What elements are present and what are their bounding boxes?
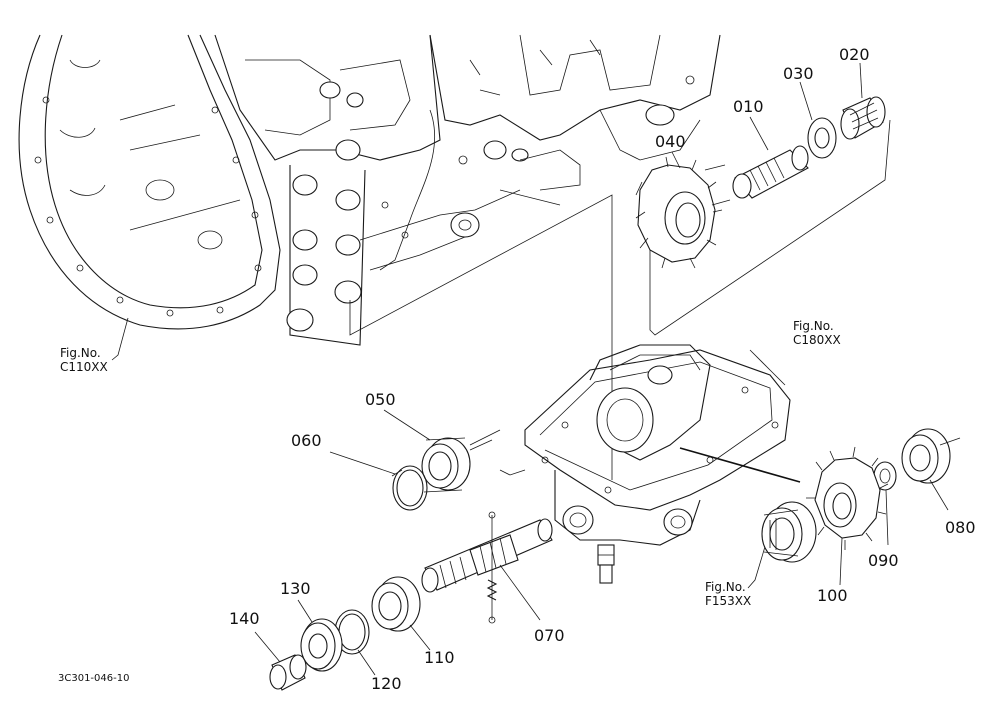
part-label-120: 120 xyxy=(371,674,402,693)
part-label-110: 110 xyxy=(424,648,455,667)
fig-ref-f153-line2: F153XX xyxy=(705,594,752,608)
part-label-130: 130 xyxy=(280,579,311,598)
main-shaft-070 xyxy=(421,511,553,624)
part-label-070: 070 xyxy=(534,626,565,645)
part-label-020: 020 xyxy=(839,45,870,64)
bearing-050-assembly xyxy=(329,409,493,511)
lower-bearing-stack xyxy=(254,576,431,691)
spur-gear-100 xyxy=(806,446,889,586)
upper-shaft-assembly xyxy=(635,96,891,336)
part-label-010: 010 xyxy=(733,97,764,116)
part-label-100: 100 xyxy=(817,586,848,605)
fig-ref-c180: Fig.No. C180XX xyxy=(793,319,841,347)
lower-gear-housing xyxy=(469,344,801,584)
fig-ref-c110: Fig.No. C110XX xyxy=(60,346,108,374)
part-label-080: 080 xyxy=(945,518,976,537)
fig-ref-f153-line1: Fig.No. xyxy=(705,580,746,594)
fig-ref-c180-line1: Fig.No. xyxy=(793,319,834,333)
right-gear-assembly xyxy=(761,428,961,586)
drawing-code: 3C301-046-10 xyxy=(58,673,130,684)
part-label-090: 090 xyxy=(868,551,899,570)
part-label-030: 030 xyxy=(783,64,814,83)
part-label-140: 140 xyxy=(229,609,260,628)
fig-ref-c180-line2: C180XX xyxy=(793,333,841,347)
part-label-050: 050 xyxy=(365,390,396,409)
transmission-case-housing xyxy=(18,34,721,480)
fig-ref-c110-line2: C110XX xyxy=(60,360,108,374)
part-label-040: 040 xyxy=(655,132,686,151)
fig-ref-f153: Fig.No. F153XX xyxy=(705,580,751,608)
fig-ref-c110-line1: Fig.No. xyxy=(60,346,101,360)
part-label-060: 060 xyxy=(291,431,322,450)
spur-gear-040 xyxy=(635,156,731,269)
